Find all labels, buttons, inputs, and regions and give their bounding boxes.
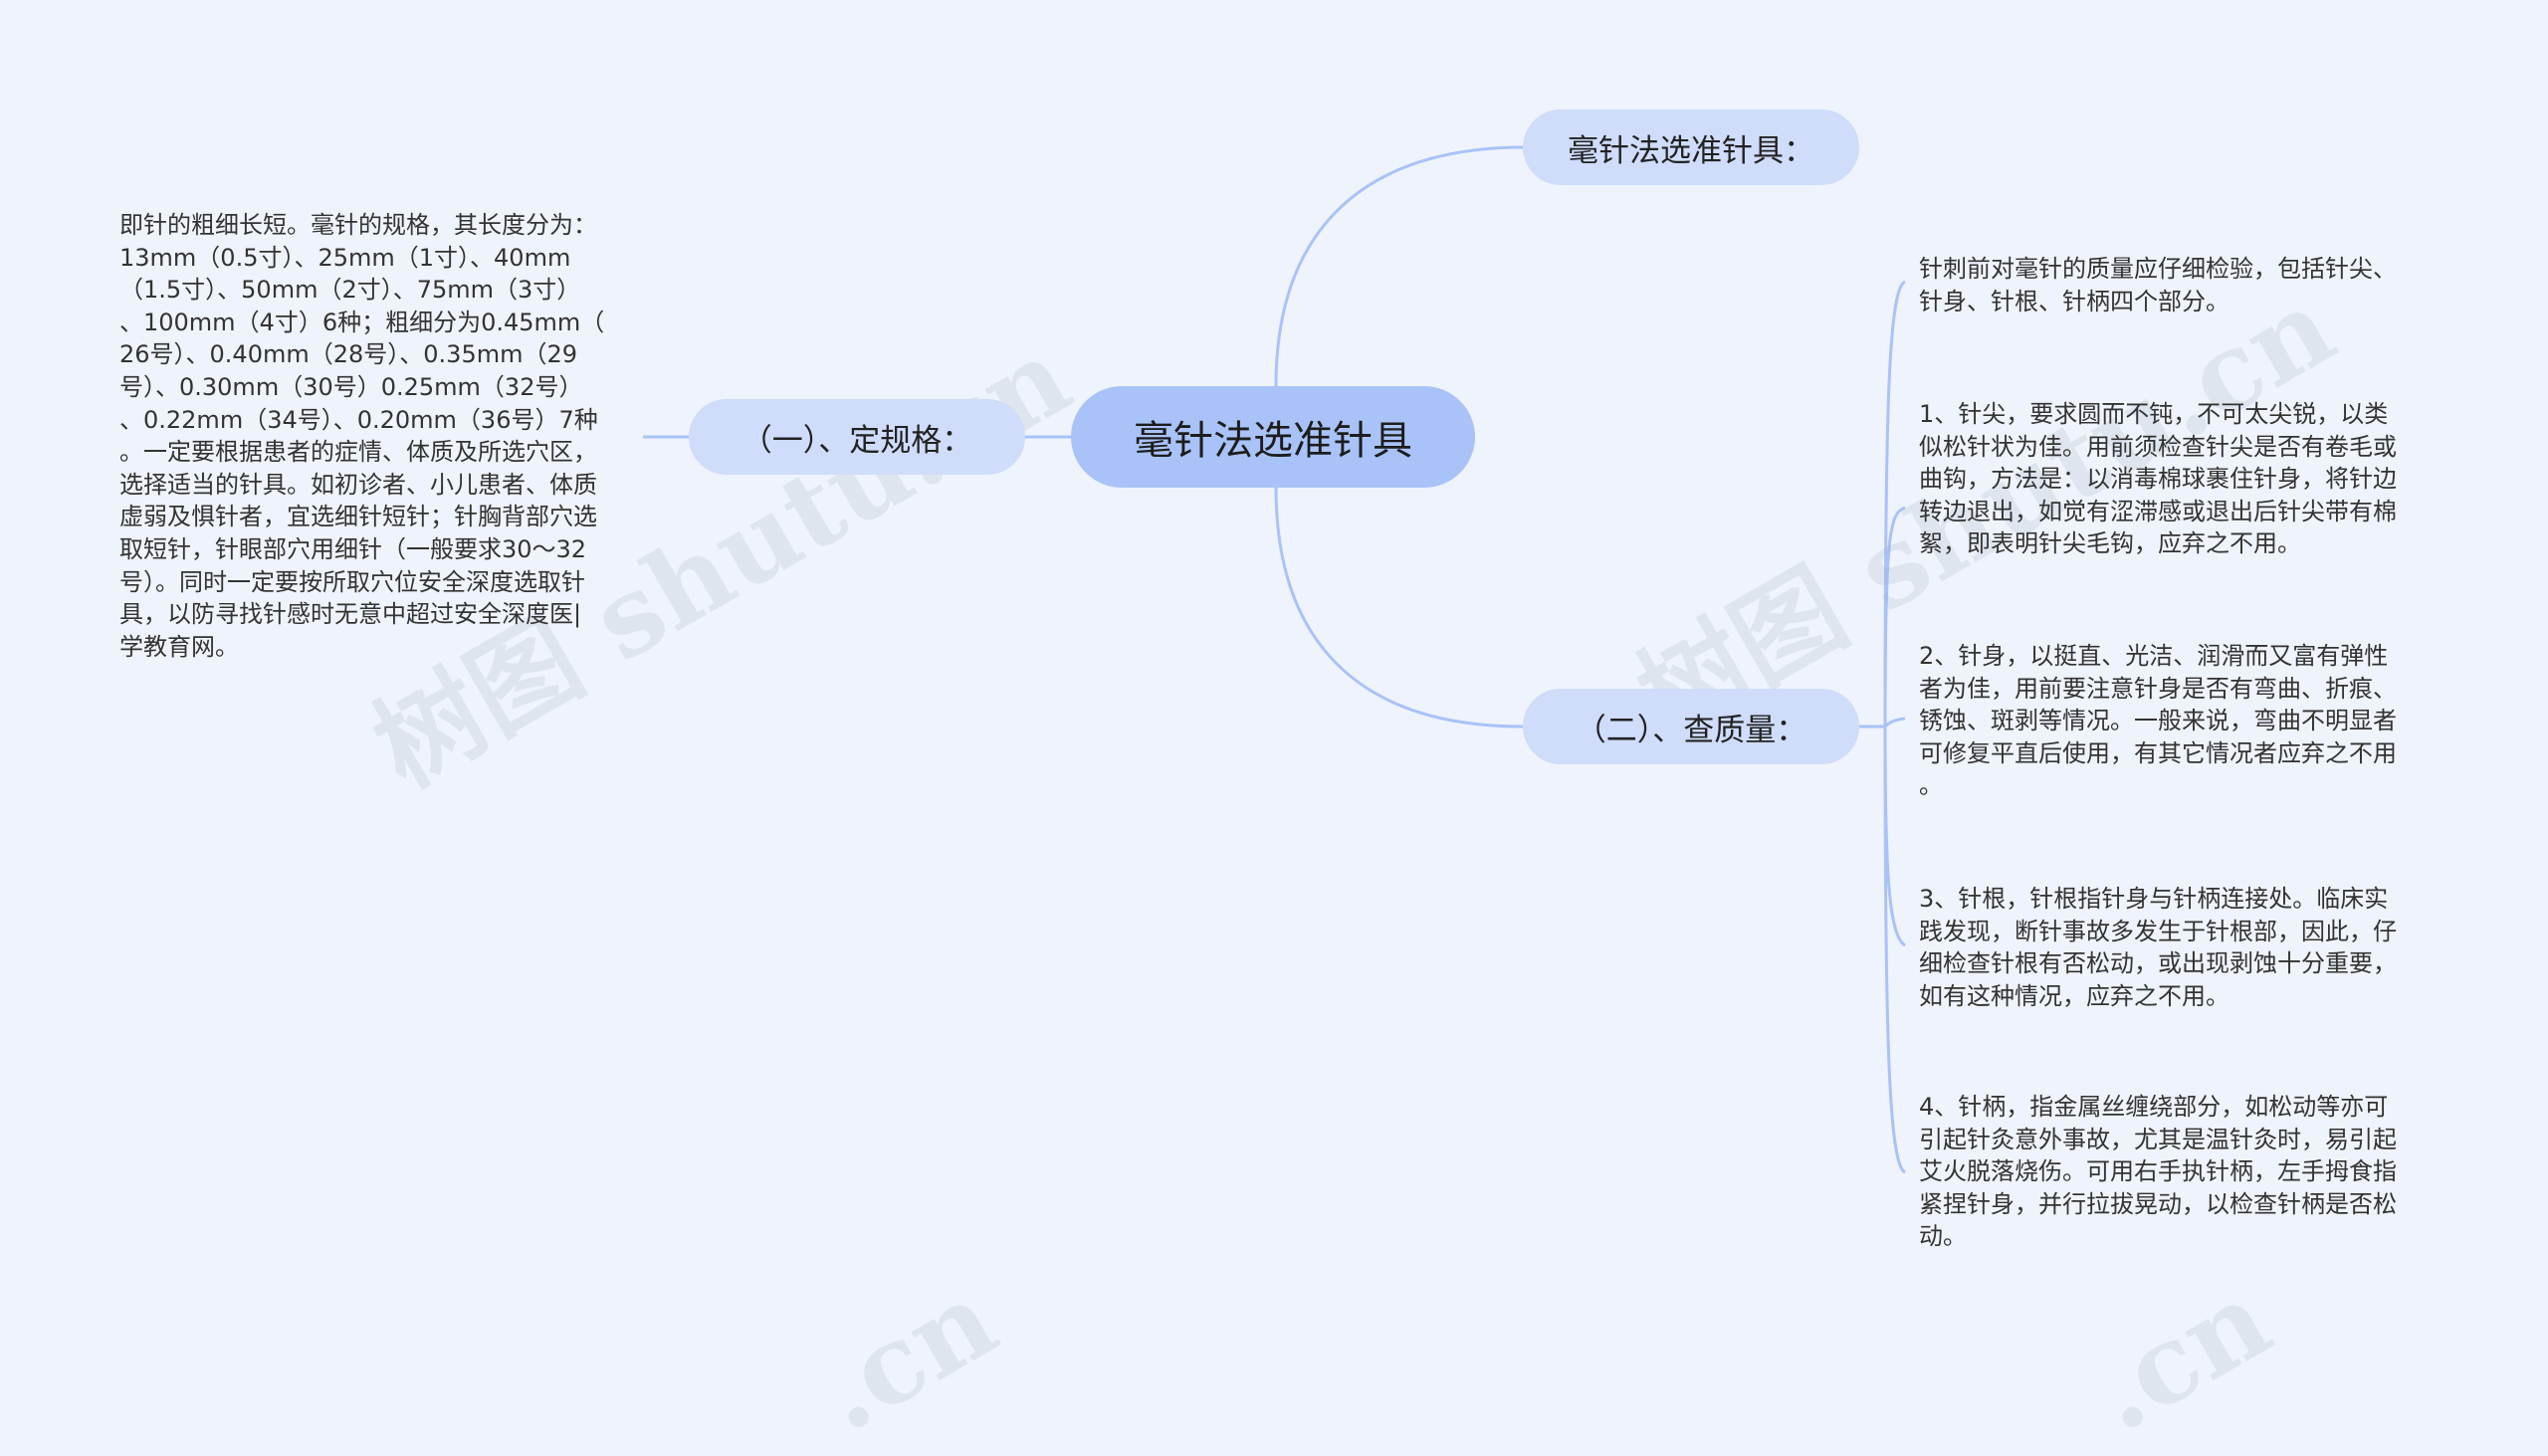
edge-quality-leaf-0 [1883, 280, 1906, 728]
edge-quality-leaf-4 [1883, 726, 1906, 1174]
branch-choose-needle[interactable]: 毫针法选准针具： [1523, 109, 1859, 185]
quality-leaf-root: 3、针根，针根指针身与针柄连接处。临床实 践发现，断针事故多发生于针根部，因此，… [1919, 885, 2397, 1010]
edge-quality-leaf-3 [1883, 726, 1906, 947]
quality-leaf-handle: 4、针柄，指金属丝缠绕部分，如松动等亦可 引起针灸意外事故，尤其是温针灸时，易引… [1919, 1093, 2397, 1251]
quality-leaf-intro: 针刺前对毫针的质量应仔细检验，包括针尖、 针身、针根、针柄四个部分。 [1919, 255, 2397, 315]
mind-map-canvas: 树图 shutu.cn 树图 shutu.cn .cn .cn 毫针法选准针具 … [119, 109, 2397, 1456]
edge-root-quality [1274, 487, 1524, 728]
quality-leaf-tip: 1、针尖，要求圆而不钝，不可太尖锐，以类 似松针状为佳。用前须检查针尖是否有卷毛… [1919, 400, 2397, 558]
connector-lines [643, 145, 1906, 1174]
edge-root-choose [1274, 145, 1524, 387]
root-node[interactable]: 毫针法选准针具 [1071, 386, 1475, 488]
spec-leaf-text: 即针的粗细长短。毫针的规格，其长度分为： 13mm（0.5寸）、25mm（1寸）… [119, 211, 605, 661]
root-label: 毫针法选准针具 [1134, 418, 1412, 464]
branch-check-quality[interactable]: （二）、查质量： [1523, 689, 1859, 764]
edge-quality-leaf-2 [1883, 717, 1906, 728]
branch-set-spec[interactable]: （一）、定规格： [689, 399, 1025, 475]
branch-quality-label: （二）、查质量： [1575, 712, 1807, 748]
edge-quality-leaf-1 [1883, 506, 1906, 728]
branch-spec-label: （一）、定规格： [741, 422, 973, 459]
branch-choose-label: 毫针法选准针具： [1568, 132, 1814, 169]
quality-leaf-body: 2、针身，以挺直、光洁、润滑而又富有弹性 者为佳，用前要注意针身是否有弯曲、折痕… [1919, 642, 2397, 800]
